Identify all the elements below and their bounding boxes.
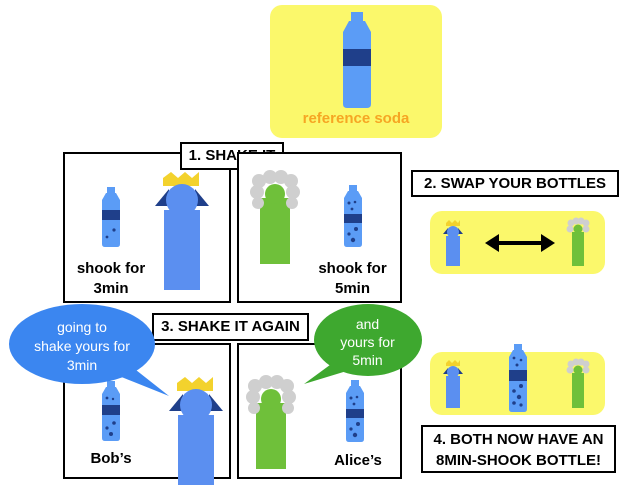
bob-bubble-line1: going to <box>57 319 107 335</box>
king-bob-icon <box>155 172 209 290</box>
king-bob-small-icon <box>443 360 463 408</box>
panel2-caption-line1: shook for <box>318 260 387 277</box>
shaken-soda-bottle-icon <box>509 344 527 412</box>
panel4-caption: Alice’s <box>334 452 382 469</box>
alice-speech-bubble <box>304 304 422 384</box>
step4-label: 4. BOTH NOW HAVE AN 8MIN-SHOOK BOTTLE! <box>421 425 616 473</box>
panel1-caption-line1: shook for <box>76 260 146 277</box>
alice-bubble-line2: yours for <box>340 334 395 350</box>
bob-bubble-line2: shake yours for <box>34 338 130 354</box>
step4-line1: 4. BOTH NOW HAVE AN <box>433 431 604 448</box>
bob-bubble-line3: 3min <box>66 357 98 373</box>
step4-line2: 8MIN-SHOOK BOTTLE! <box>436 452 601 469</box>
panel2-caption-line2: 5min <box>334 280 370 297</box>
bob-speech-bubble <box>9 304 169 396</box>
alice-small-icon <box>566 358 590 408</box>
soda-bottle-icon <box>346 380 364 442</box>
panel3-caption: Bob’s <box>90 450 132 467</box>
swap-arrow-icon <box>485 234 555 252</box>
alice-bubble-line1: and <box>355 316 380 332</box>
king-bob-icon <box>169 377 223 485</box>
panel-shake-bob <box>63 152 231 303</box>
step3-label: 3. SHAKE IT AGAIN <box>152 313 309 341</box>
reference-soda-label: reference soda <box>302 110 410 127</box>
reference-soda-bottle-icon <box>343 12 371 108</box>
panel1-caption-line2: 3min <box>93 280 129 297</box>
alice-icon <box>246 375 296 469</box>
alice-bubble-line3: 5min <box>352 352 383 368</box>
soda-bottle-icon <box>102 381 120 441</box>
alice-small-icon <box>566 217 590 266</box>
king-bob-small-icon <box>443 220 463 266</box>
soda-bottle-icon <box>344 185 362 247</box>
soda-bottle-icon <box>102 187 120 247</box>
alice-icon <box>250 170 300 264</box>
step2-label: 2. SWAP YOUR BOTTLES <box>411 170 619 197</box>
